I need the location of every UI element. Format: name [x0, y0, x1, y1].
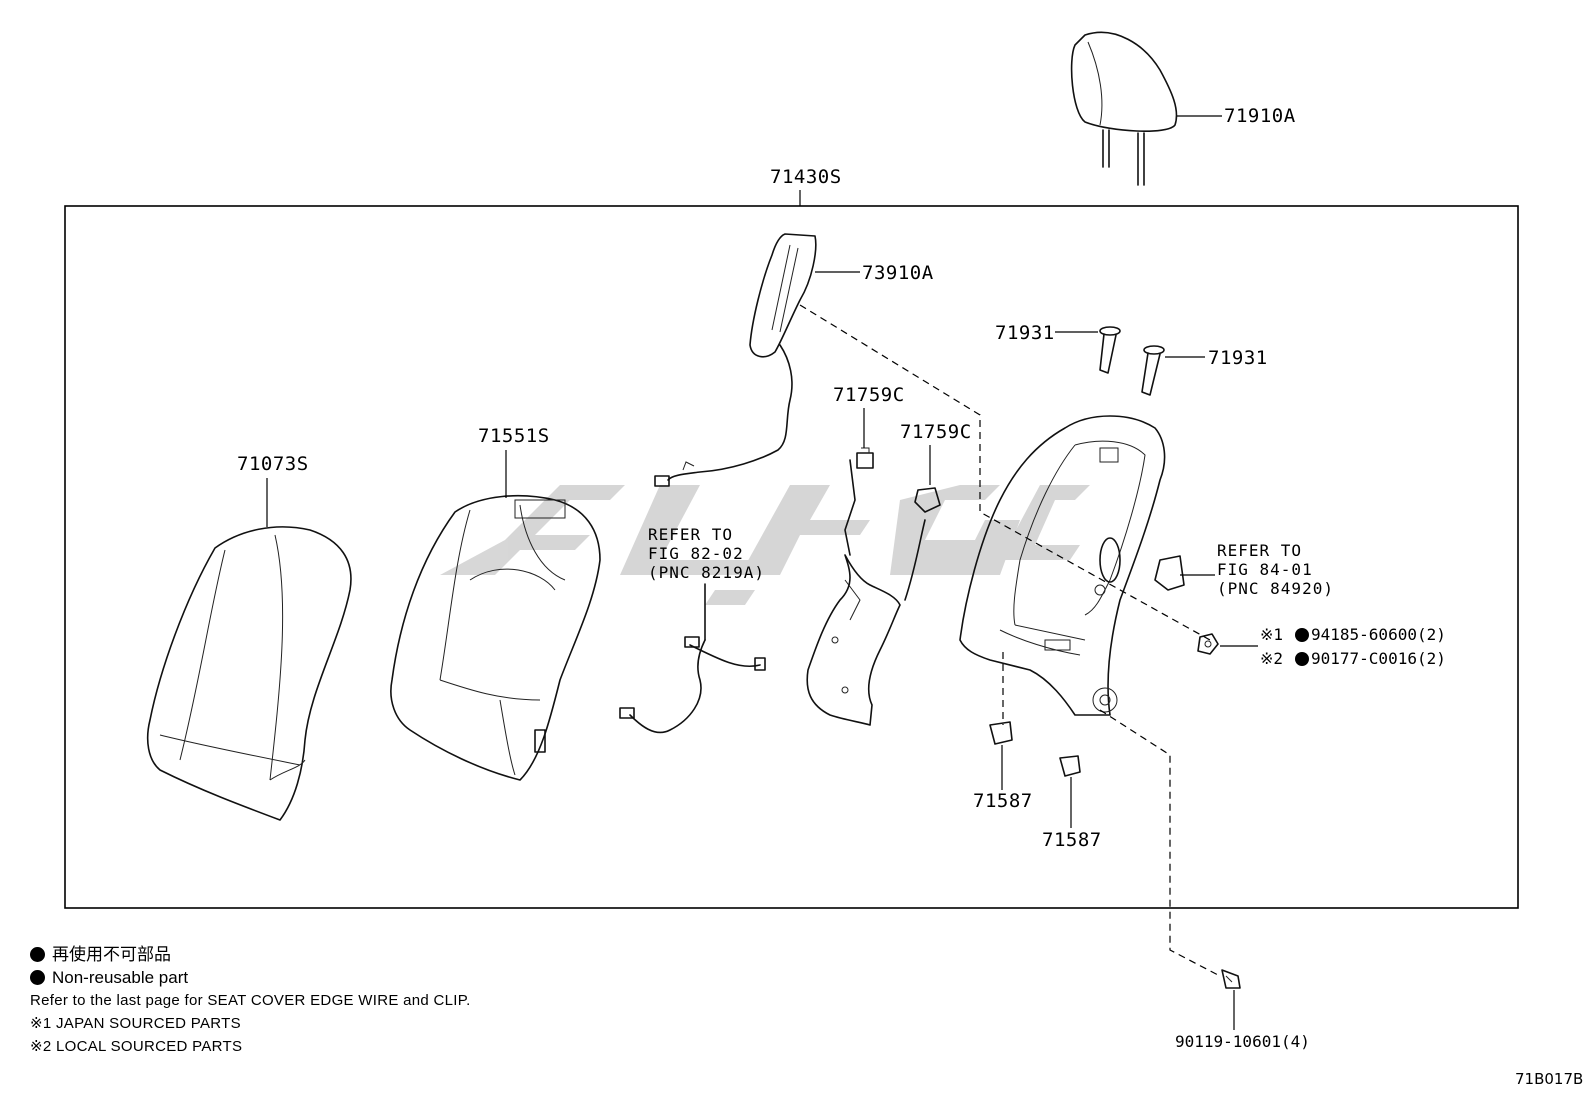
pin-right-icon	[1141, 345, 1165, 396]
frame-ref-line2: FIG 84-01	[1217, 560, 1313, 579]
clip-right-label: 71759C	[900, 421, 972, 443]
nonreusable-dot-icon	[30, 947, 45, 962]
legend: 再使用不可部品 Non-reusable part Refer to the l…	[30, 943, 471, 1058]
nut-local-prefix: ※2	[1260, 649, 1283, 668]
fastener-right-icon	[1059, 755, 1081, 777]
seat-pad-icon	[146, 526, 352, 821]
watermark-logo	[440, 485, 1090, 605]
legend-line4: ※1 JAPAN SOURCED PARTS	[30, 1015, 241, 1032]
harness-ref-line3: (PNC 8219A)	[648, 563, 765, 582]
nut-local-nonreusable-dot	[1295, 652, 1309, 666]
frame-cover-icon	[1154, 555, 1185, 591]
nut-jp-number: 94185-60600(2)	[1311, 625, 1446, 644]
seat-cover-label: 71551S	[478, 425, 550, 447]
fastener-left-label: 71587	[973, 790, 1033, 812]
harness-ref-line2: FIG 82-02	[648, 544, 744, 563]
clip-left-icon	[856, 447, 874, 469]
nonreusable-dot-icon	[30, 970, 45, 985]
seat-pad-label: 71073S	[237, 453, 309, 475]
airbag-icon	[654, 233, 817, 487]
frame-ref-line3: (PNC 84920)	[1217, 579, 1334, 598]
legend-line1: 再使用不可部品	[52, 945, 171, 964]
pin-right-label: 71931	[1208, 347, 1268, 369]
airbag-label: 73910A	[862, 262, 934, 284]
pin-left-icon	[1099, 326, 1121, 374]
legend-row-jp: 再使用不可部品	[30, 943, 471, 966]
legend-line3: Refer to the last page for SEAT COVER ED…	[30, 992, 471, 1009]
legend-line5: ※2 LOCAL SOURCED PARTS	[30, 1038, 243, 1055]
wire-harness-icon	[619, 583, 766, 734]
pin-left-label: 71931	[995, 322, 1055, 344]
nut-jp-prefix: ※1	[1260, 625, 1283, 644]
nut-local-number: 90177-C0016(2)	[1311, 649, 1446, 668]
legend-line2: Non-reusable part	[52, 968, 189, 987]
bolt-icon	[1221, 969, 1241, 989]
headrest-icon	[1070, 31, 1178, 186]
legend-row-en: Non-reusable part	[30, 966, 471, 989]
frame-ref-line1: REFER TO	[1217, 541, 1302, 560]
assembly-label: 71430S	[770, 166, 842, 188]
headrest-label: 71910A	[1224, 105, 1296, 127]
harness-ref-line1: REFER TO	[648, 525, 733, 544]
bracket-icon	[806, 459, 926, 726]
figure-code: 71B017B	[1515, 1070, 1583, 1088]
nut-icon	[1197, 633, 1219, 655]
clip-left-label: 71759C	[833, 384, 905, 406]
nut-jp-nonreusable-dot	[1295, 628, 1309, 642]
bolt-label: 90119-10601(4)	[1175, 1032, 1310, 1051]
clip-right-icon	[914, 487, 941, 513]
fastener-right-label: 71587	[1042, 829, 1102, 851]
fastener-left-icon	[989, 721, 1013, 745]
seat-cover-icon	[390, 494, 601, 781]
seat-frame-icon	[959, 415, 1166, 716]
assembly-box	[64, 205, 1519, 909]
